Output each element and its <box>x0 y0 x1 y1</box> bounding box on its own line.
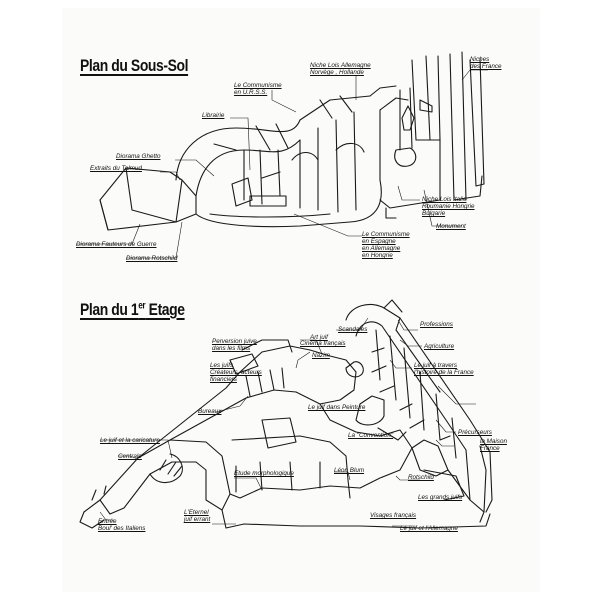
label-diorama-fauteurs: Diorama Fauteurs de Guerre <box>76 241 157 248</box>
basement-plan-drawing <box>99 51 485 231</box>
label-visages-francais: Visages français <box>370 512 417 519</box>
label-extraits-talmud: Extraits du Talmud <box>90 165 142 172</box>
label-grands-juifs: Les grands juifs <box>418 494 463 501</box>
label-cinema-francais: Cinéma français <box>300 340 346 347</box>
label-bureaux: Bureaux <box>198 408 222 415</box>
label-professions: Professions <box>420 321 453 328</box>
label-agriculture: Agriculture <box>424 343 455 350</box>
label-convention: La "Convention" <box>348 432 394 439</box>
label-juif-allemagne: Le juif et l'Allemagne <box>400 525 458 532</box>
first-floor-plan-title: Plan du 1er Etage <box>80 300 185 319</box>
label-nazim: Nazim <box>312 352 330 359</box>
page-margin <box>0 0 62 600</box>
document-page <box>62 8 540 592</box>
label-juif-caricature: Le juif et la caricature <box>100 437 160 444</box>
label-librairie: Librairie <box>202 112 225 119</box>
label-precurseurs: Précurseurs <box>458 429 492 436</box>
label-monument: Monument <box>436 223 466 230</box>
label-scandales: Scandales <box>338 326 368 333</box>
first-floor-plan-drawing <box>79 299 493 529</box>
label-art-juif: Art juif <box>310 334 328 341</box>
label-etude-morphologique: Etude morphologique <box>234 470 294 477</box>
label-juif-dans-peinture: Le juif dans Peinture <box>308 404 366 411</box>
basement-plan-title: Plan du Sous-Sol <box>80 56 189 75</box>
label-centrale: Centrale <box>118 453 142 460</box>
label-diorama-rotschild: Diorama Rotschild <box>126 255 178 262</box>
label-diorama-ghetto: Diorama Ghetto <box>116 153 161 160</box>
label-leon-blum: Léon Blum <box>334 467 365 474</box>
label-rotschild: Rotschild <box>408 474 434 481</box>
